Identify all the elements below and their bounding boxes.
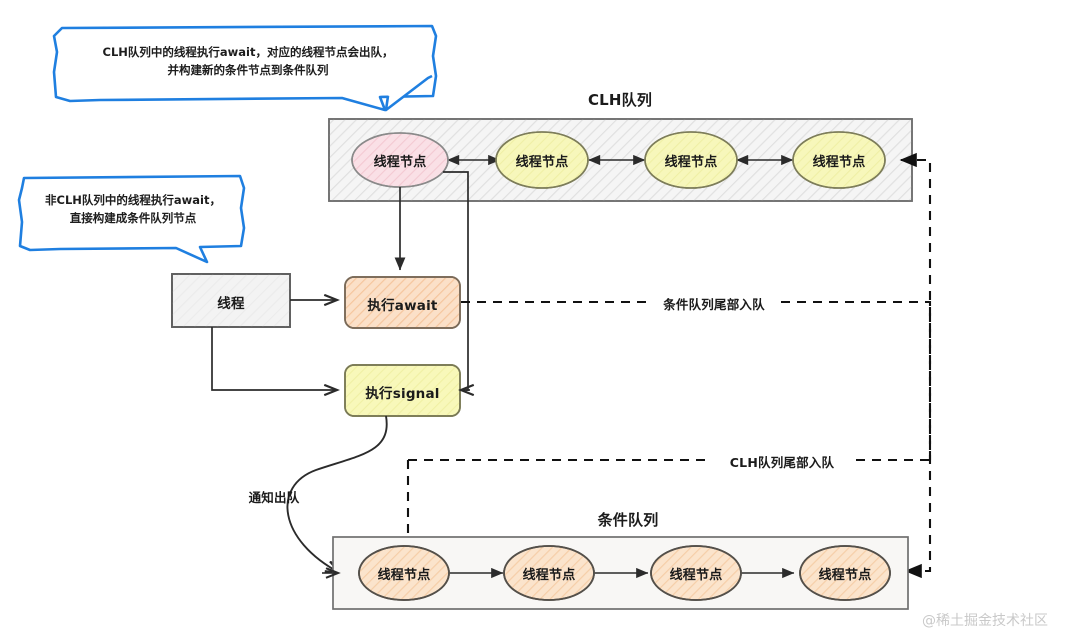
callout-await-clh-line2: 并构建新的条件节点到条件队列 xyxy=(167,62,329,77)
clh-node-2-shape xyxy=(495,131,589,189)
condition-node-1-shape xyxy=(358,545,450,601)
edge-await-to-condition-tail-a xyxy=(461,300,932,455)
callout-await-nonclh-shape xyxy=(17,174,246,264)
watermark: @稀土掘金技术社区 xyxy=(922,613,1048,629)
edge-await-to-condition-tail-b xyxy=(904,455,932,579)
edge-clh-tail-up-into-clh xyxy=(899,152,932,460)
clh-node-4-shape xyxy=(792,131,886,189)
callout-await-clh-text: CLH队列中的线程执行await，对应的线程节点会出队， 并构建新的条件节点到条… xyxy=(62,44,434,80)
callout-await-clh-shape xyxy=(52,24,438,112)
await-box-shape xyxy=(344,276,461,329)
thread-box-shape xyxy=(171,273,291,328)
callout-await-nonclh-line1: 非CLH队列中的线程执行await， xyxy=(45,193,221,207)
condition-node-3-shape xyxy=(650,545,742,601)
condition-node-4-shape xyxy=(799,545,891,601)
clh-node-3-shape xyxy=(644,131,738,189)
edge-thread-to-signal xyxy=(211,327,337,390)
callout-await-clh-line1: CLH队列中的线程执行await，对应的线程节点会出队， xyxy=(102,45,394,59)
signal-box-shape xyxy=(344,364,461,417)
clh-node-1-shape xyxy=(351,132,449,188)
label-gap-cond-tail xyxy=(648,291,780,311)
callout-await-nonclh-line2: 直接构建成条件队列节点 xyxy=(69,210,197,225)
edge-signal-notify-dequeue xyxy=(286,415,388,573)
label-gap-clh-tail xyxy=(708,449,856,469)
callout-await-nonclh-text: 非CLH队列中的线程执行await， 直接构建成条件队列节点 xyxy=(24,192,242,228)
condition-node-2-shape xyxy=(503,545,595,601)
